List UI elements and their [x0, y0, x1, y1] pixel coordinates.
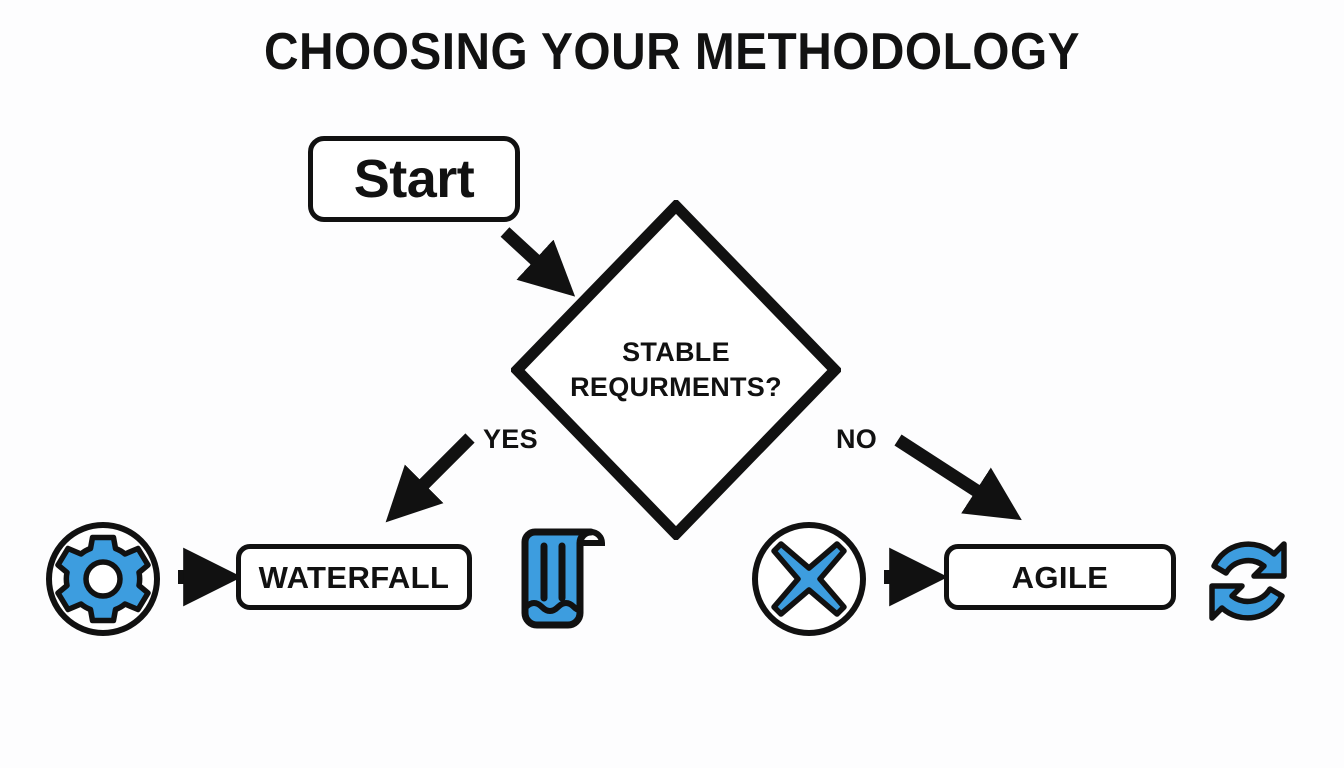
node-start-label: Start [353, 149, 475, 209]
node-agile[interactable]: AGILE [944, 544, 1176, 610]
node-start[interactable]: Start [308, 136, 520, 222]
waterfall-icon [508, 528, 608, 632]
cross-circle-icon [748, 518, 870, 640]
node-agile-label: AGILE [1011, 559, 1109, 595]
diamond-shape [511, 200, 841, 540]
gear-icon [42, 518, 164, 640]
node-waterfall-label: WATERFALL [258, 559, 450, 595]
edge-decision-to-waterfall [385, 433, 475, 523]
page-title: CHOOSING YOUR METHODOLOGY [264, 23, 1080, 81]
node-decision[interactable]: STABLE REQURMENTS? [511, 200, 841, 540]
edge-decision-to-agile [894, 434, 1022, 521]
node-waterfall[interactable]: WATERFALL [236, 544, 472, 610]
edge-label-yes: YES [483, 424, 538, 454]
refresh-cycle-icon [1196, 532, 1300, 630]
edge-label-no: NO [836, 424, 878, 454]
